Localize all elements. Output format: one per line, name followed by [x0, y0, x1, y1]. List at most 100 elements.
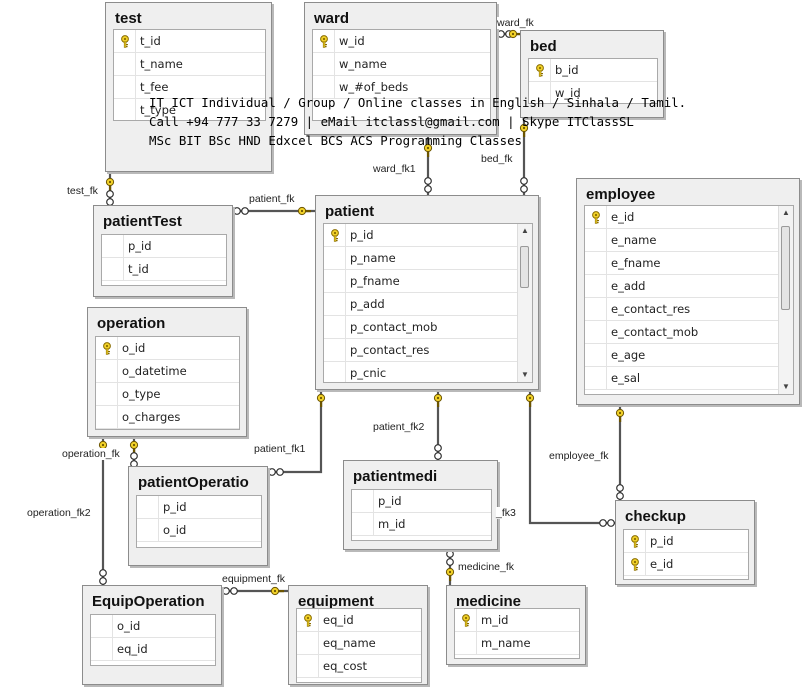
- column-row[interactable]: o_type: [96, 383, 239, 406]
- row-selector[interactable]: [624, 530, 646, 552]
- column-row[interactable]: w_id: [529, 82, 657, 103]
- relationship-label-ward_fk1[interactable]: ward_fk1: [373, 163, 416, 175]
- row-selector[interactable]: [352, 490, 374, 512]
- scroll-up-arrow-icon[interactable]: ▲: [521, 226, 529, 235]
- column-row[interactable]: p_fname: [324, 270, 518, 293]
- row-selector[interactable]: [324, 339, 346, 361]
- row-selector[interactable]: [324, 316, 346, 338]
- row-selector[interactable]: [324, 362, 346, 382]
- relationship-patient_fk1[interactable]: [268, 390, 323, 474]
- column-row[interactable]: o_id: [137, 519, 261, 542]
- scroll-thumb[interactable]: [520, 246, 529, 288]
- column-row[interactable]: m_id: [352, 513, 491, 536]
- row-selector[interactable]: [585, 367, 607, 389]
- relationship-label-operation_fk2[interactable]: operation_fk2: [27, 507, 91, 519]
- row-selector[interactable]: [324, 270, 346, 292]
- row-selector[interactable]: [585, 275, 607, 297]
- row-selector[interactable]: [114, 99, 136, 120]
- column-row[interactable]: eq_id: [297, 609, 421, 632]
- row-selector[interactable]: [102, 235, 124, 257]
- column-row[interactable]: t_fee: [114, 76, 265, 99]
- column-row[interactable]: p_id: [137, 496, 261, 519]
- row-selector[interactable]: [313, 53, 335, 75]
- column-row[interactable]: e_add: [585, 275, 779, 298]
- row-selector[interactable]: [585, 252, 607, 274]
- row-selector[interactable]: [585, 206, 607, 228]
- row-selector[interactable]: [91, 638, 113, 660]
- scroll-up-arrow-icon[interactable]: ▲: [782, 208, 790, 217]
- relationship-label-employee_fk[interactable]: employee_fk: [549, 450, 609, 462]
- column-row[interactable]: p_id: [352, 490, 491, 513]
- relationship-patient_fk3[interactable]: [528, 390, 615, 525]
- relationship-label-medicine_fk[interactable]: medicine_fk: [458, 561, 515, 573]
- row-selector[interactable]: [96, 360, 118, 382]
- column-row[interactable]: w_id: [313, 30, 490, 53]
- column-row[interactable]: w_name: [313, 53, 490, 76]
- row-selector[interactable]: [624, 553, 646, 575]
- row-selector[interactable]: [114, 76, 136, 98]
- row-selector[interactable]: [313, 76, 335, 98]
- column-row[interactable]: e_fname: [585, 252, 779, 275]
- column-row[interactable]: m_name: [455, 632, 579, 655]
- row-selector[interactable]: [313, 30, 335, 52]
- relationship-label-ward_fk[interactable]: ward_fk: [497, 17, 534, 29]
- column-row[interactable]: o_id: [96, 337, 239, 360]
- row-selector[interactable]: [297, 655, 319, 677]
- column-row[interactable]: e_sal: [585, 367, 779, 390]
- row-selector[interactable]: [297, 632, 319, 654]
- column-row[interactable]: e_contact_res: [585, 298, 779, 321]
- column-row[interactable]: p_name: [324, 247, 518, 270]
- row-selector[interactable]: [91, 615, 113, 637]
- relationship-label-patient_fk3[interactable]: _fk3: [496, 507, 516, 519]
- column-row[interactable]: p_contact_res: [324, 339, 518, 362]
- column-row[interactable]: w_#of_beds: [313, 76, 490, 99]
- row-selector[interactable]: [529, 59, 551, 81]
- row-selector[interactable]: [455, 609, 477, 631]
- scroll-thumb[interactable]: [781, 226, 790, 310]
- column-row[interactable]: t_id: [102, 258, 226, 281]
- row-selector[interactable]: [585, 298, 607, 320]
- column-row[interactable]: o_id: [91, 615, 215, 638]
- column-row[interactable]: p_cnic: [324, 362, 518, 382]
- column-row[interactable]: e_id: [624, 553, 748, 576]
- row-selector[interactable]: [585, 321, 607, 343]
- scroll-down-arrow-icon[interactable]: ▼: [521, 370, 529, 379]
- column-row[interactable]: eq_cost: [297, 655, 421, 678]
- row-selector[interactable]: [297, 609, 319, 631]
- column-row[interactable]: b_id: [529, 59, 657, 82]
- column-row[interactable]: t_type: [114, 99, 265, 120]
- row-selector[interactable]: [114, 53, 136, 75]
- column-row[interactable]: eq_id: [91, 638, 215, 661]
- row-selector[interactable]: [324, 293, 346, 315]
- column-row[interactable]: eq_name: [297, 632, 421, 655]
- row-selector[interactable]: [585, 344, 607, 366]
- column-row[interactable]: t_name: [114, 53, 265, 76]
- relationship-label-operation_fk[interactable]: operation_fk: [62, 448, 120, 460]
- column-row[interactable]: p_id: [324, 224, 518, 247]
- relationship-label-patient_fk1[interactable]: patient_fk1: [254, 443, 306, 455]
- row-selector[interactable]: [96, 383, 118, 405]
- row-selector[interactable]: [137, 496, 159, 518]
- row-selector[interactable]: [137, 519, 159, 541]
- row-selector[interactable]: [96, 406, 118, 428]
- row-selector[interactable]: [114, 30, 136, 52]
- row-selector[interactable]: [324, 224, 346, 246]
